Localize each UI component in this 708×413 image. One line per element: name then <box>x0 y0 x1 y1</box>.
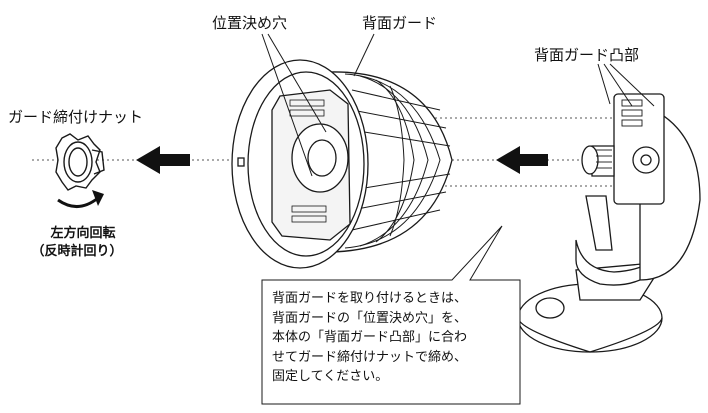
callout-line: せてガード締付けナットで締め、 <box>272 349 468 365</box>
rotation-arrow-icon <box>57 190 104 208</box>
rotate-left-label: 左方向回転 <box>50 226 116 241</box>
callout-line: 背面ガードの「位置決め穴」を、 <box>272 310 468 326</box>
right-arrow-icon <box>496 146 548 174</box>
rear-guard-label: 背面ガード <box>362 14 438 32</box>
positioning-hole-label: 位置決め穴 <box>212 14 288 32</box>
leader-lines <box>261 33 655 177</box>
fan-body-drawing <box>517 93 701 353</box>
rear-guard-tab-label: 背面ガード凸部 <box>534 46 640 64</box>
left-arrow-icon <box>136 146 190 174</box>
callout-line: 固定してください。 <box>272 369 389 384</box>
rear-guard-drawing <box>231 59 453 269</box>
guard-nut-drawing <box>55 133 105 191</box>
callout-line: 本体の「背面ガード凸部」に合わ <box>272 330 468 345</box>
callout-line: 背面ガードを取り付けるときは、 <box>272 291 468 306</box>
guard-nut-label: ガード締付けナット <box>8 108 144 126</box>
callout-text: 背面ガードを取り付けるときは、 背面ガードの「位置決め穴」を、 本体の「背面ガー… <box>272 289 512 387</box>
counterclockwise-label: （反時計回り） <box>31 244 123 259</box>
callout-bubble <box>261 225 521 405</box>
